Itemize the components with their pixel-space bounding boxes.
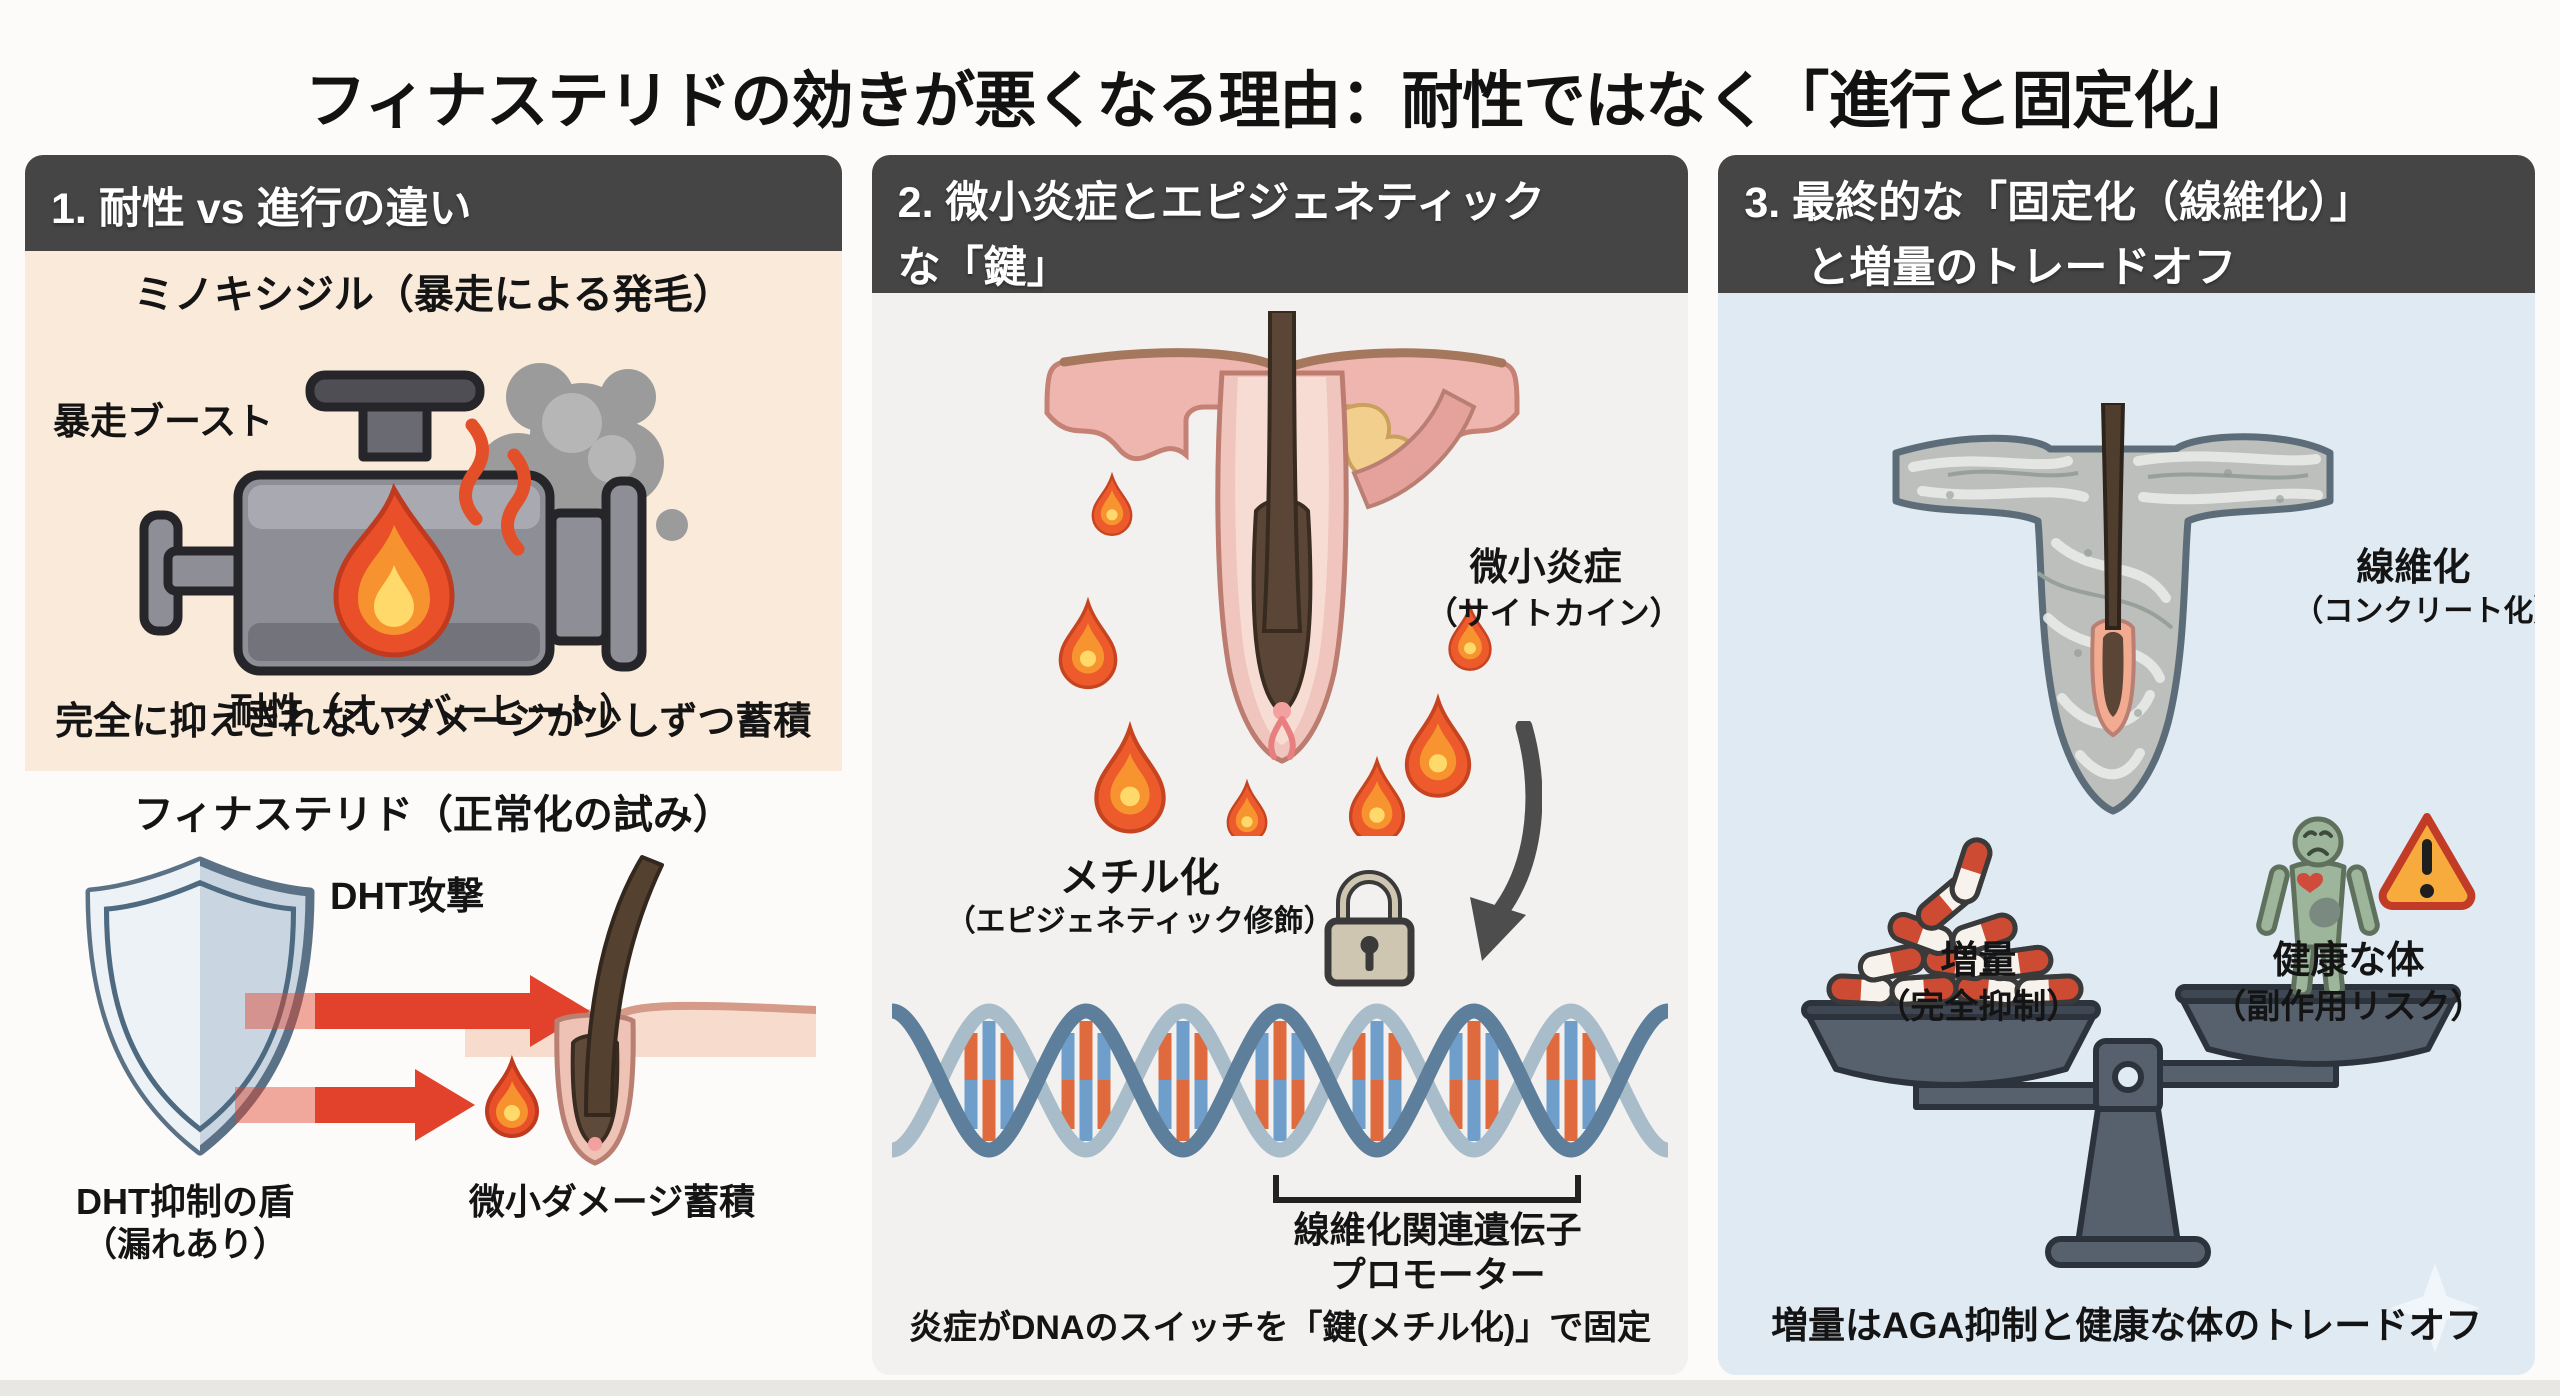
minoxidil-section: ミノキシジル（暴走による発毛） 暴走ブースト [25,251,842,771]
panel1-footer: 完全に抑えきれないダメージが少しずつ蓄積 [55,701,812,743]
minoxidil-heading: ミノキシジル（暴走による発毛） [133,273,733,317]
heart-icon [2297,873,2324,893]
panel2-footer: 炎症がDNAのスイッチを「鍵(メチル化)」で固定 [908,1309,1652,1347]
panel3-body: 線維化 （コンクリート化） [1718,293,2536,1375]
panel2-header-line2: な「鍵」 [897,243,1070,292]
balance-scale-icon [1801,813,2476,1268]
overheat-caption: 耐性（オーバーヒート） [230,691,637,732]
human-icon [2256,816,2381,998]
stomach-icon [2309,897,2341,928]
hair-shaft-icon [1261,311,1302,633]
dna-icon [891,1003,1668,1158]
overheating-engine-icon [139,363,688,676]
dht-attack-label: DHT攻撃 [330,876,485,918]
fibrosis-dots [1946,469,2285,717]
panel2-header: 2. 微小炎症とエピジェネティック な「鍵」 [871,155,1689,293]
shield-label: DHT抑制の盾 （漏れあり） [76,1181,294,1264]
panel3-header-line1: 3. 最終的な「固定化（線維化）」 [1744,179,2373,227]
panel3-footer: 増量はAGA抑制と健康な体のトレードオフ [1771,1305,2483,1346]
panel2-body: 微小炎症 （サイトカイン） メチル化 （エピジェネティック修飾） [871,293,1689,1375]
panel-fibrosis-tradeoff: 3. 最終的な「固定化（線維化）」 と増量のトレードオフ [1718,155,2536,1375]
finasteride-heading: フィナステリド（正常化の試み） [133,793,733,837]
boost-label: 暴走ブースト [53,401,274,442]
panel1-body: ミノキシジル（暴走による発毛） 暴走ブースト [25,251,842,1375]
health-label: 健康な体 （副作用リスク） [2212,940,2485,1026]
panel3-header-line2: と増量のトレードオフ [1806,243,2237,292]
inflammation-label: 微小炎症 （サイトカイン） [1425,547,1682,631]
scale-frame [1801,984,2462,1268]
hair-follicle-icon [554,855,664,1166]
panel-tolerance-vs-progression: 1. 耐性 vs 進行の違い ミノキシジル（暴走による発毛） 暴走ブースト [25,155,842,1375]
panel3-header: 3. 最終的な「固定化（線維化）」 と増量のトレードオフ [1718,155,2536,293]
bottom-strip [0,1380,2560,1396]
gene-bracket-icon [1272,1175,1581,1203]
panel1-header: 1. 耐性 vs 進行の違い [25,155,842,251]
panel-inflammation-epigenetic: 2. 微小炎症とエピジェネティック な「鍵」 [871,155,1689,1375]
shield-dht-scene [85,855,816,1166]
methylation-label: メチル化 （エピジェネティック修飾） [945,856,1334,938]
panel2-header-line1: 2. 微小炎症とエピジェネティック [897,179,1545,227]
damage-label: 微小ダメージ蓄積 [468,1181,756,1222]
inflamed-follicle-icon [1044,311,1520,836]
panel1-header-text: 1. 耐性 vs 進行の違い [51,185,472,233]
dose-label: 増量 （完全抑制） [1876,940,2081,1026]
arrector-muscle-icon [1350,388,1477,510]
flame-icon [333,482,455,658]
page-title: フィナステリドの効きが悪くなる理由：耐性ではなく「進行と固定化」 [304,66,2257,136]
gene-label: 線維化関連遺伝子 プロモーター [1293,1209,1582,1295]
fibrotic-follicle-icon [1892,403,2334,815]
curved-arrow-icon [1469,721,1542,961]
shield-icon [85,856,315,1156]
fibrosis-fiber-shadows [1947,469,2309,630]
hair-shaft-icon [2101,403,2126,630]
small-flame-icon [484,1054,540,1138]
dht-arrow-icon [235,975,590,1141]
warning-icon [2379,813,2476,910]
lock-icon [1324,870,1415,987]
panels-row: 1. 耐性 vs 進行の違い ミノキシジル（暴走による発毛） 暴走ブースト [25,155,2536,1375]
sad-face [2303,830,2334,856]
heat-squiggle-icon [459,418,531,556]
fibrosis-label: 線維化 （コンクリート化） [2293,547,2535,628]
